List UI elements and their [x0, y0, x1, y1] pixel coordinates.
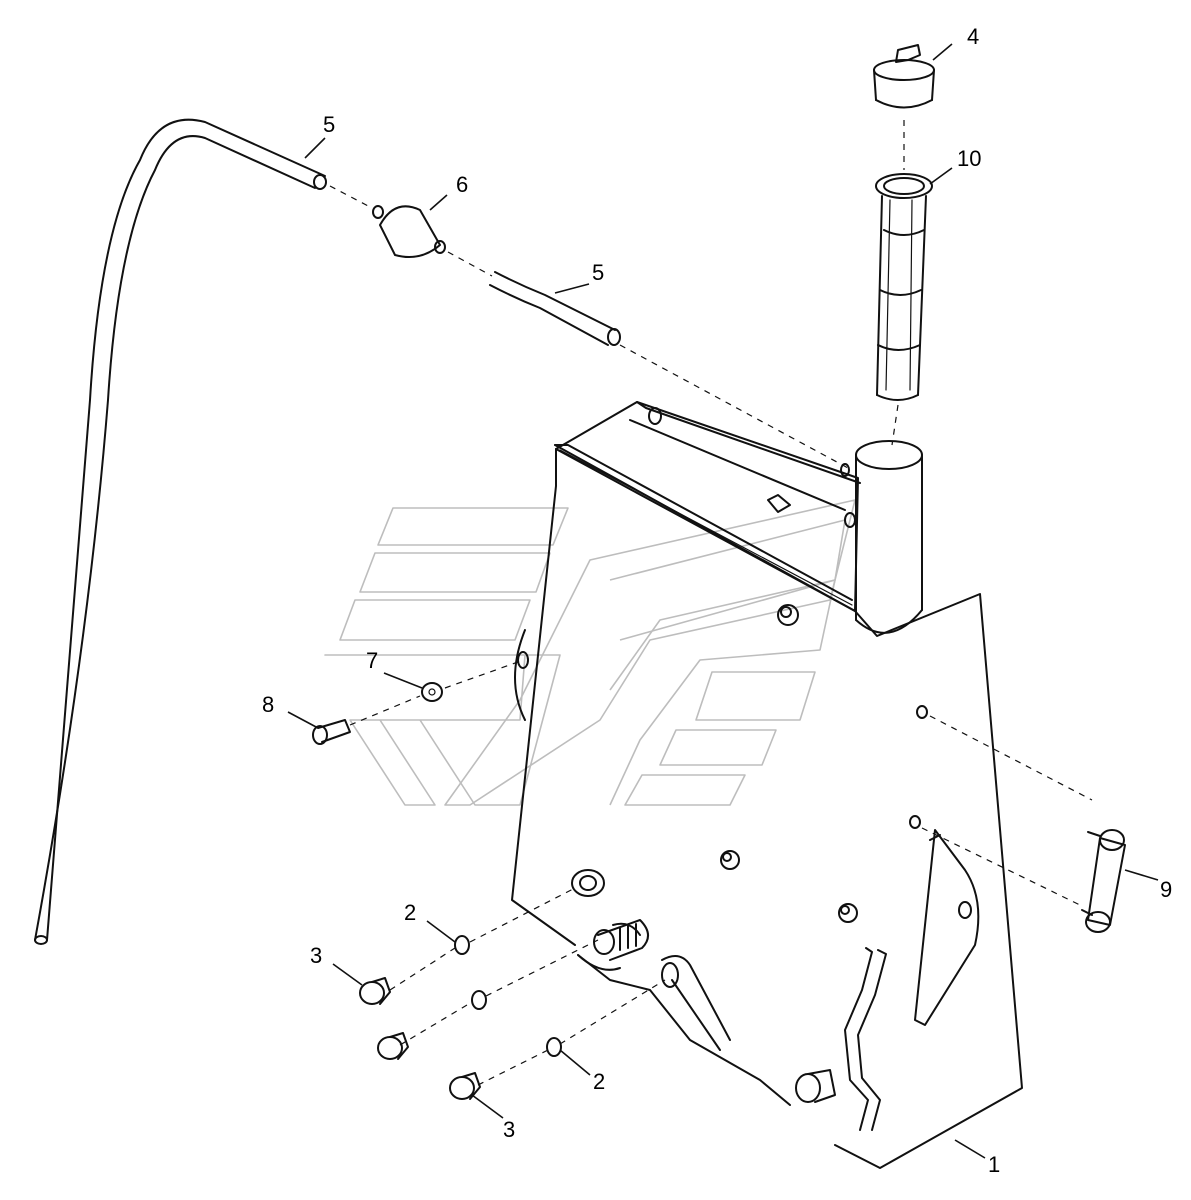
plug-upper: [359, 977, 391, 1005]
callout-5-lower: 5: [592, 260, 604, 285]
hose-short: [489, 271, 621, 346]
callout-10: 10: [957, 146, 981, 171]
bolt: [312, 719, 351, 745]
callout-6: 6: [456, 172, 468, 197]
callout-labels: 4 10 5 6 5 7 8 9 2 3 2 3 1: [262, 24, 1172, 1177]
hose-long: [34, 118, 327, 945]
watermark-logo: [324, 499, 856, 806]
fuel-cap: [873, 44, 935, 109]
callout-3-upper: 3: [310, 943, 322, 968]
link-bracket: [1081, 829, 1126, 933]
callout-4: 4: [967, 24, 979, 49]
o-ring-lower: [546, 1037, 562, 1057]
filler-screen: [875, 173, 933, 401]
washer: [421, 682, 443, 702]
callout-8: 8: [262, 692, 274, 717]
plug-lower: [449, 1072, 481, 1100]
callout-2-upper: 2: [404, 900, 416, 925]
plug-middle: [377, 1032, 409, 1060]
o-ring-upper: [454, 935, 470, 955]
assembly-lines: [329, 120, 1093, 1086]
callout-3-lower: 3: [503, 1117, 515, 1142]
inline-filter: [372, 205, 446, 258]
leader-lines: [287, 43, 1159, 1159]
o-ring-middle: [471, 990, 487, 1010]
callout-7: 7: [366, 648, 378, 673]
callout-5-upper: 5: [323, 112, 335, 137]
fuel-tank-body: [511, 401, 1023, 1169]
callout-9: 9: [1160, 877, 1172, 902]
callout-1: 1: [988, 1152, 1000, 1177]
callout-2-lower: 2: [593, 1069, 605, 1094]
